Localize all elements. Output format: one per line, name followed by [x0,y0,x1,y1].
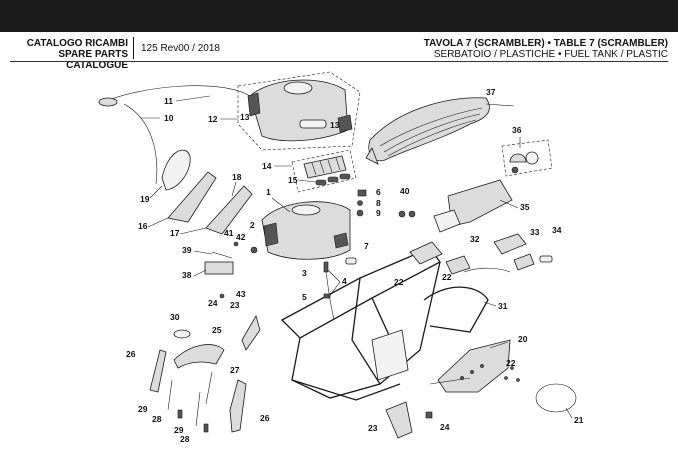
callout-9: 9 [376,208,381,218]
callout-13a: 13 [240,112,250,122]
cables [98,85,251,185]
fuel-tank-assembly-box [237,71,361,151]
callout-20: 20 [518,334,528,344]
callout-17: 17 [170,228,180,238]
table-title-sub: SERBATOIO / PLASTICHE • FUEL TANK / PLAS… [433,49,668,60]
callout-23a: 23 [230,300,240,310]
callout-18: 18 [232,172,242,182]
callout-7: 7 [364,241,369,251]
callout-3: 3 [302,268,307,278]
left-side-covers [161,149,253,235]
caps-box [501,139,553,177]
revision-label: 125 Rev00 / 2018 [141,43,220,54]
callout-37: 37 [486,87,496,97]
callout-10: 10 [164,113,174,123]
callout-33: 33 [530,227,540,237]
callout-16: 16 [138,221,148,231]
callout-42: 42 [236,232,246,242]
callout-24a: 24 [208,298,218,308]
callout-28b: 28 [180,434,190,444]
callout-13b: 13 [330,120,340,130]
callout-14: 14 [262,161,272,171]
front-fender-parts [149,329,247,433]
callout-8: 8 [376,198,381,208]
catalog-title-it: CATALOGO RICAMBI [26,38,128,49]
rear-rack [423,286,489,333]
callout-40: 40 [400,186,410,196]
callout-labels: 1 2 3 4 5 6 7 8 9 10 11 12 13 13 14 15 1… [126,87,584,444]
callout-1: 1 [266,187,271,197]
callout-32: 32 [470,234,480,244]
callout-4: 4 [342,276,347,286]
callout-38: 38 [182,270,192,280]
callout-41: 41 [224,228,234,238]
tail-fairing [433,179,513,233]
callout-2: 2 [250,220,255,230]
frame [280,241,443,401]
table-title-main: TAVOLA 7 (SCRAMBLER) • TABLE 7 (SCRAMBLE… [423,38,668,49]
fuel-tank [261,201,351,260]
callout-15: 15 [288,175,298,185]
callout-22b: 22 [442,272,452,282]
vent-grille-box [291,149,357,193]
callout-11: 11 [164,96,173,106]
exploded-parts-diagram: 1 2 3 4 5 6 7 8 9 10 11 12 13 13 14 15 1… [98,71,584,444]
callout-26b: 26 [260,413,270,423]
callout-39: 39 [182,245,192,255]
callout-19: 19 [140,194,150,204]
callout-21: 21 [574,415,584,425]
header-rule [10,61,668,62]
callout-29b: 29 [174,425,184,435]
seat [365,97,490,165]
callout-12: 12 [208,114,218,124]
callout-34: 34 [552,225,562,235]
callout-26a: 26 [126,349,136,359]
callout-22a: 22 [394,277,404,287]
callout-27: 27 [230,365,240,375]
callout-28a: 28 [152,414,162,424]
catalog-title-en: SPARE PARTS CATALOGUE [58,49,128,71]
strap-ring [535,383,577,413]
callout-25: 25 [212,325,222,335]
callout-35: 35 [520,202,530,212]
callout-6: 6 [376,187,381,197]
callout-29a: 29 [138,404,148,414]
leader-lines [140,95,573,419]
callout-23b: 23 [368,423,378,433]
catalog-title: CATALOGO RICAMBI SPARE PARTS CATALOGUE [10,38,128,71]
callout-31: 31 [498,301,508,311]
callout-30: 30 [170,312,180,322]
callout-36: 36 [512,125,522,135]
top-bar [0,0,678,32]
table-title: TAVOLA 7 (SCRAMBLER) • TABLE 7 (SCRAMBLE… [424,38,668,60]
callout-5: 5 [302,292,307,302]
side-panel [437,339,511,393]
header-separator [133,37,134,59]
callout-24b: 24 [440,422,450,432]
callout-22c: 22 [506,358,516,368]
misc-small-parts [204,189,553,439]
callout-43: 43 [236,289,246,299]
